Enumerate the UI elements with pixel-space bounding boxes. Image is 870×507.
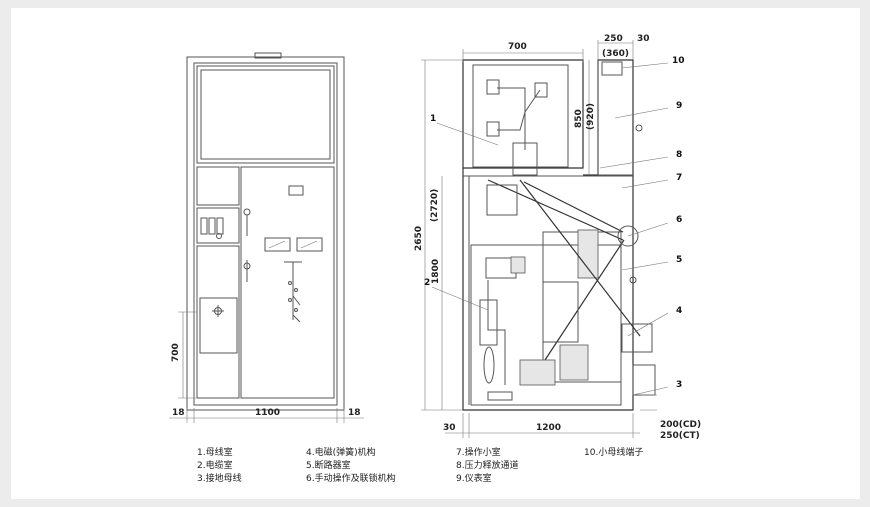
legend-item-10: 10.小母线端子 (584, 446, 643, 458)
front-outer-frame (186, 56, 345, 411)
breaker-body (577, 229, 599, 279)
side-knob-1 (629, 276, 637, 284)
contact-box (512, 142, 538, 176)
front-window-left (264, 237, 291, 252)
operating-rod (544, 239, 625, 361)
front-nameplate (288, 185, 304, 196)
busbar-2 (486, 121, 500, 137)
side-height-upper: 850 (574, 109, 584, 128)
callout-8: 8 (676, 150, 682, 160)
side-height-total: 2650 (414, 226, 424, 251)
side-right-top-b: 30 (637, 34, 650, 44)
diagram-panel (11, 8, 860, 499)
side-top-width: 700 (508, 42, 527, 52)
busbar-link-1 (497, 87, 541, 114)
front-view: 700 18 1100 18 (169, 52, 364, 423)
legend: 1.母线室 2.电缆室 3.接地母线 4.电磁(弹簧)机构 5.断路器室 6.手… (197, 446, 643, 484)
front-window-right-glare (300, 240, 318, 249)
front-window-left-glare (268, 240, 286, 249)
current-transformer-terminal (510, 256, 526, 274)
front-left-panel-upper (196, 166, 240, 206)
side-knob-2 (635, 124, 643, 132)
legend-item-2: 2.电缆室 (197, 459, 233, 471)
callout-10: 10 (672, 56, 685, 66)
legend-item-7: 7.操作小室 (456, 446, 501, 458)
front-height-dim: 700 (171, 343, 181, 362)
manual-interlock-circle (617, 225, 639, 247)
callout-2: 2 (424, 278, 430, 288)
front-lamp-3 (216, 217, 224, 235)
legend-item-9: 9.仪表室 (456, 472, 492, 484)
side-base-cd: 200(CD) (660, 420, 701, 430)
front-lamp-1 (200, 217, 208, 235)
front-left-panel-mid (196, 207, 240, 244)
callout-4: 4 (676, 306, 682, 316)
earthing-switch (519, 359, 556, 386)
front-side-dim-right: 18 (348, 408, 361, 418)
callout-6: 6 (676, 215, 682, 225)
front-knob-1 (243, 208, 251, 216)
side-height-lower: 1800 (431, 259, 441, 284)
callout-3: 3 (676, 380, 682, 390)
front-cable-door (199, 297, 238, 354)
busbar-room-outline (462, 59, 584, 169)
callout-1: 1 (430, 114, 436, 124)
front-upper-door-inner (200, 69, 331, 160)
front-inner-frame (193, 62, 338, 406)
legend-item-8: 8.压力释放通道 (456, 459, 519, 471)
side-bottom-width: 1200 (536, 423, 561, 433)
leader-lines (431, 62, 669, 396)
busbar-link-2 (497, 111, 526, 150)
busbar-3 (534, 82, 548, 98)
legend-item-6: 6.手动操作及联锁机构 (306, 472, 396, 484)
cable-insulator (483, 346, 495, 384)
front-lamp-2 (208, 217, 216, 235)
front-upper-door (196, 65, 335, 164)
front-window-right (296, 237, 323, 252)
interlock-rod-2 (519, 179, 641, 337)
callout-9: 9 (676, 101, 682, 111)
mechanism-box (621, 323, 653, 353)
side-right-top-c: (360) (602, 49, 629, 59)
side-height-alt: (2720) (430, 189, 440, 222)
front-left-panel-lower (196, 245, 240, 399)
legend-item-3: 3.接地母线 (197, 472, 242, 484)
busbar-room-inner (472, 64, 569, 168)
cable-room-part-2 (479, 299, 498, 346)
side-bottom-left: 30 (443, 423, 456, 433)
side-height-upper-alt: (920) (586, 103, 596, 130)
breaker-mechanism (542, 281, 579, 343)
callout-5: 5 (676, 255, 682, 265)
front-side-dim-left: 18 (172, 408, 185, 418)
earth-bus-box (487, 391, 513, 401)
cabinet-outline (462, 59, 634, 411)
callout-7: 7 (676, 173, 682, 183)
side-base-ct: 250(CT) (660, 431, 700, 441)
busbar-1 (486, 79, 500, 95)
interlock-rod-1 (487, 179, 624, 241)
interlock-rod-3 (523, 181, 624, 233)
upper-contact-assembly (486, 184, 518, 216)
side-view: 700 250 30 (360) 850 (920) 2650 (2720) 1… (414, 34, 701, 441)
legend-item-4: 4.电磁(弹簧)机构 (306, 446, 376, 458)
front-mimic-diagram (284, 261, 302, 323)
front-main-door (240, 166, 335, 399)
legend-item-1: 1.母线室 (197, 446, 233, 458)
front-knob-2 (216, 233, 222, 239)
legend-item-5: 5.断路器室 (306, 459, 351, 471)
side-right-top-a: 250 (604, 34, 623, 44)
front-width-dim: 1100 (255, 408, 280, 418)
terminal-block (601, 61, 623, 76)
front-top-handle (254, 52, 282, 59)
breaker-truck (559, 344, 589, 381)
